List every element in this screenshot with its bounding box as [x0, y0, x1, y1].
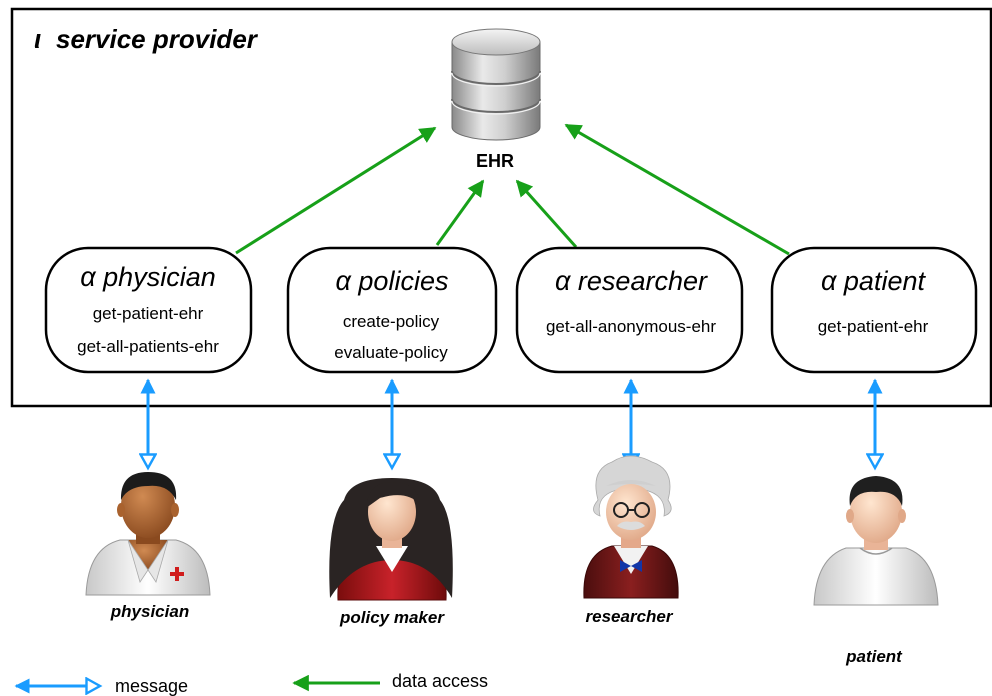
agent-box — [515, 246, 744, 374]
legend-data-access-label: data access — [392, 671, 488, 691]
agent-box — [770, 246, 978, 374]
data-access-arrow-policies — [435, 179, 485, 246]
woman-avatar-icon — [329, 478, 453, 601]
agent-operation: evaluate-policy — [334, 343, 448, 362]
agent-operation: get-patient-ehr — [818, 317, 929, 336]
agent-operation: get-patient-ehr — [93, 304, 204, 323]
agent-policies: α policies create-policy evaluate-policy — [286, 246, 498, 374]
man-avatar-icon — [813, 476, 939, 606]
data-access-arrow-patient — [564, 123, 790, 256]
actor-label-policy-maker: policy maker — [339, 608, 445, 627]
message-arrows — [148, 380, 875, 468]
agent-title: α researcher — [555, 266, 708, 296]
data-access-arrows — [235, 123, 790, 256]
data-access-arrow-researcher — [515, 179, 578, 248]
legend-message-label: message — [115, 676, 188, 696]
agent-title: α patient — [821, 266, 926, 296]
actor-label-researcher: researcher — [586, 607, 674, 626]
provider-symbol: ι — [34, 24, 41, 54]
agent-patient: α patient get-patient-ehr — [770, 246, 978, 374]
legend: message data access — [16, 671, 488, 696]
data-access-arrow-physician — [235, 126, 437, 255]
ehr-label: EHR — [476, 151, 514, 171]
agent-operation: get-all-anonymous-ehr — [546, 317, 716, 336]
doctor-avatar-icon — [85, 472, 211, 596]
agent-researcher: α researcher get-all-anonymous-ehr — [515, 246, 744, 374]
agent-title: α policies — [336, 266, 449, 296]
agent-operation: get-all-patients-ehr — [77, 337, 219, 356]
provider-title: service provider — [56, 24, 259, 54]
scientist-avatar-icon — [583, 455, 679, 599]
actor-label-patient: patient — [845, 647, 903, 666]
agent-box — [286, 246, 498, 374]
agent-box — [44, 246, 253, 374]
agent-operation: create-policy — [343, 312, 440, 331]
actor-label-physician: physician — [110, 602, 189, 621]
database-icon — [451, 28, 541, 141]
agent-physician: α physician get-patient-ehr get-all-pati… — [44, 246, 253, 374]
agent-title: α physician — [80, 262, 215, 292]
